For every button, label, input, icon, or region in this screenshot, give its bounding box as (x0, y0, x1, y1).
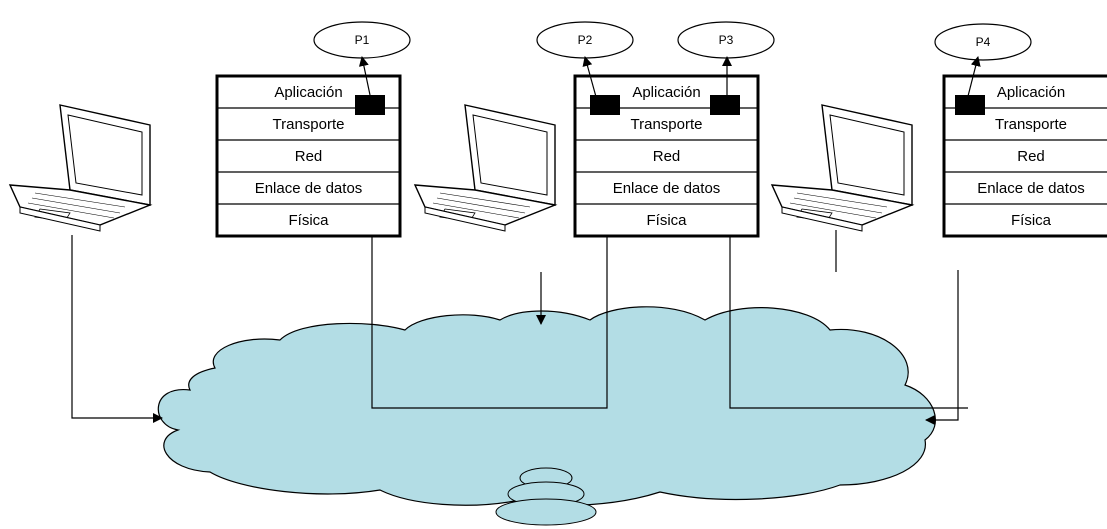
process-p3: P3 (677, 21, 775, 59)
arrow-to-p1 (358, 56, 371, 96)
network-cloud (157, 306, 936, 526)
cloud-shape (157, 306, 936, 506)
link-laptop-1 (71, 235, 163, 423)
layer-label: Aplicación (274, 84, 342, 101)
laptop-icon (8, 104, 153, 232)
layer-label: Física (1011, 212, 1052, 229)
process-label: P2 (578, 33, 593, 47)
layer-label: Enlace de datos (255, 180, 363, 197)
processes: P1 P2 P3 P4 (313, 21, 1032, 61)
layer-label: Transporte (631, 116, 703, 133)
layer-label: Física (288, 212, 329, 229)
laptop-icon (770, 104, 915, 232)
layer-label: Red (295, 148, 323, 165)
process-label: P4 (976, 35, 991, 49)
layer-label: Aplicación (997, 84, 1065, 101)
port-p1 (355, 95, 385, 115)
ports (355, 95, 985, 115)
process-p1: P1 (313, 21, 411, 59)
layer-label: Red (1017, 148, 1045, 165)
layer-label: Aplicación (632, 84, 700, 101)
process-label: P3 (719, 33, 734, 47)
process-p2: P2 (536, 21, 634, 59)
port-p2 (590, 95, 620, 115)
layer-label: Física (646, 212, 687, 229)
layer-label: Transporte (995, 116, 1067, 133)
layer-label: Red (653, 148, 681, 165)
link-p1-p2 (371, 115, 608, 409)
port-p4 (955, 95, 985, 115)
cloud-puff (495, 498, 597, 526)
process-p4: P4 (934, 23, 1032, 61)
layer-label: Enlace de datos (977, 180, 1085, 197)
process-bubble (934, 23, 1032, 61)
layer-label: Enlace de datos (613, 180, 721, 197)
layer-label: Transporte (273, 116, 345, 133)
process-label: P1 (355, 33, 370, 47)
port-p3 (710, 95, 740, 115)
laptop-icon (413, 104, 558, 232)
link-stack-3 (925, 270, 959, 425)
